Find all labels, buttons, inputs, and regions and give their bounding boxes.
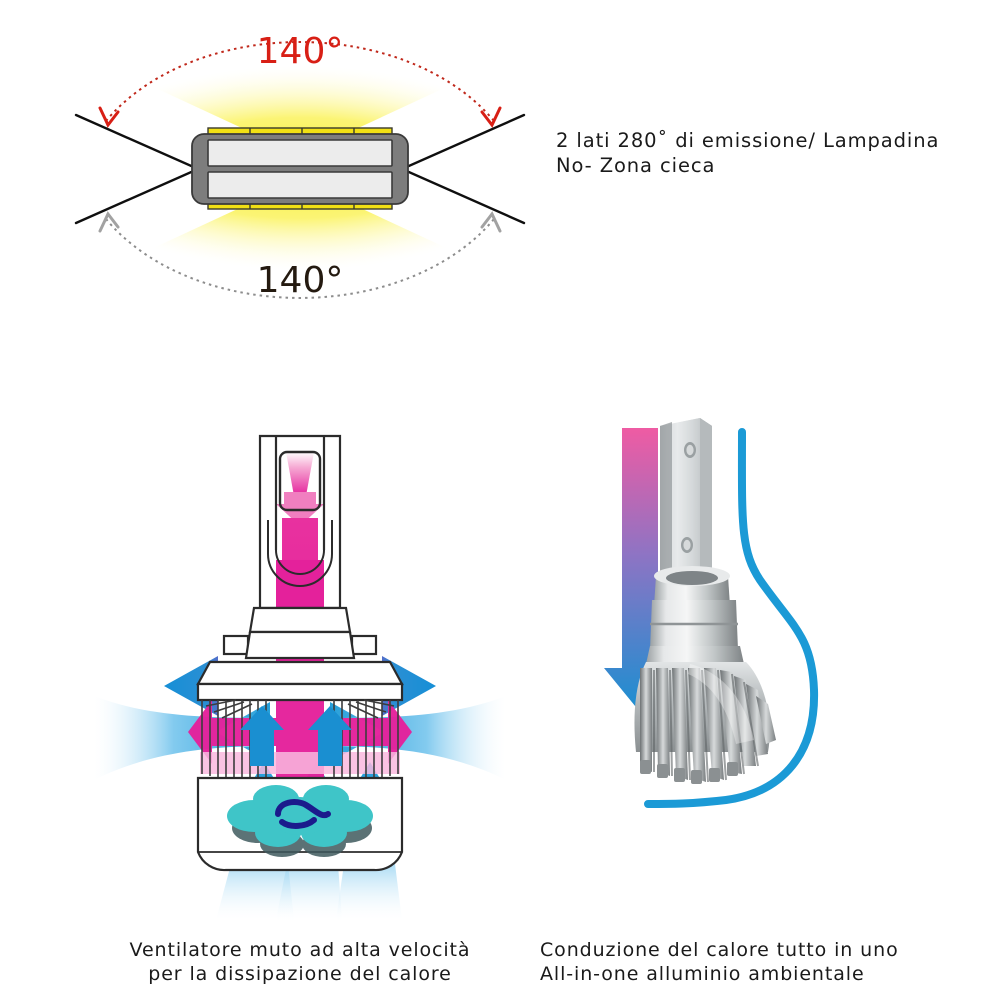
bottom-angle-arrowheads bbox=[98, 211, 502, 233]
angle-label-bottom: 140° bbox=[257, 260, 344, 301]
fan-cooling-caption: Ventilatore muto ad alta velocità per la… bbox=[90, 938, 510, 986]
fan-cooling-illustration bbox=[90, 400, 510, 920]
led-strip-upper bbox=[207, 139, 393, 167]
beam-angle-caption: 2 lati 280˚ di emissione/ Lampadina No- … bbox=[556, 128, 986, 178]
fan-impeller bbox=[227, 785, 373, 857]
bottom-angle-arc bbox=[105, 218, 495, 299]
bulb-outline bbox=[258, 434, 342, 610]
fan-caption-line2: per la dissipazione del calore bbox=[148, 963, 452, 985]
aluminium-heat-conduction-illustration bbox=[540, 400, 960, 920]
beam-angle-caption-line1: 2 lati 280˚ di emissione/ Lampadina bbox=[556, 129, 940, 152]
led-bulb-photo bbox=[634, 418, 776, 784]
angle-label-top: 140° bbox=[257, 31, 344, 72]
top-angle-arc bbox=[105, 41, 495, 122]
led-strip-lower bbox=[207, 171, 393, 199]
heatsink-fin-group bbox=[640, 668, 776, 783]
aluminium-svg bbox=[604, 418, 819, 808]
bulb-collar bbox=[196, 606, 404, 702]
intake-side-arrows bbox=[94, 696, 506, 780]
fan-caption-line1: Ventilatore muto ad alta velocità bbox=[129, 939, 471, 961]
alu-caption-line2: All-in-one alluminio ambientale bbox=[540, 963, 865, 985]
airflow-line bbox=[644, 428, 819, 808]
led-module bbox=[191, 127, 409, 210]
alu-caption-line1: Conduzione del calore tutto in uno bbox=[540, 939, 899, 961]
beam-angle-diagram: 140° 140° bbox=[60, 0, 540, 340]
inner-air-arrows bbox=[240, 706, 352, 766]
top-angle-arrowheads bbox=[98, 106, 502, 128]
beam-angle-svg: 140° 140° bbox=[74, 0, 526, 336]
fan-cooling-svg bbox=[94, 434, 506, 920]
beam-angle-caption-line2: No- Zona cieca bbox=[556, 154, 716, 177]
aluminium-caption: Conduzione del calore tutto in uno All-i… bbox=[540, 938, 970, 986]
